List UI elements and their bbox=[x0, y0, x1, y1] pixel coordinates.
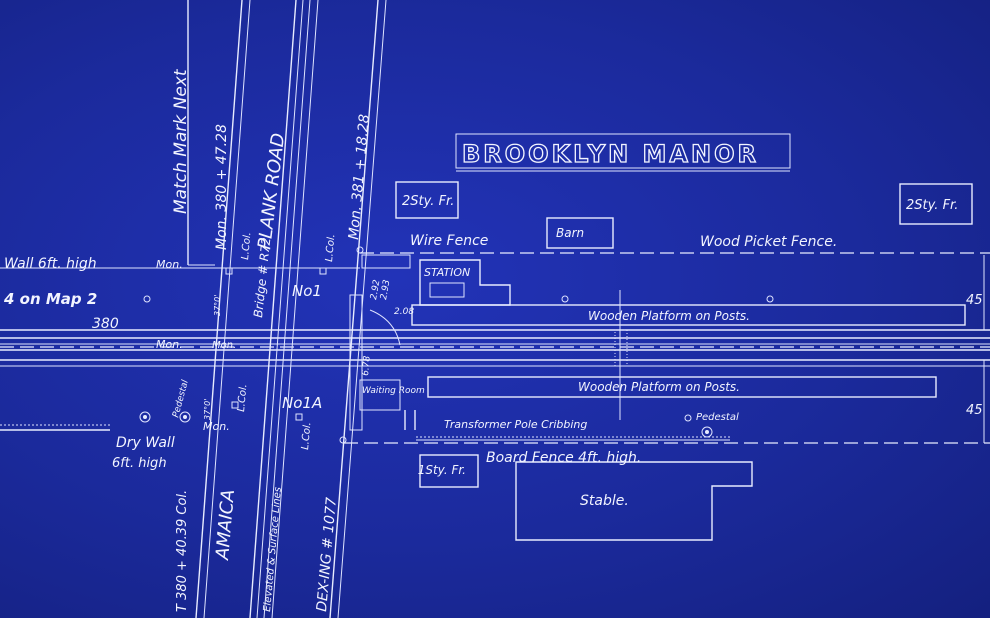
label-jamaica: AMAICA bbox=[212, 489, 239, 562]
label-dim-bottom: 45 bbox=[966, 403, 983, 418]
label-bottom-station: T 380 + 40.39 Col. bbox=[175, 490, 190, 612]
label-dim-d: 6.78 bbox=[361, 355, 373, 376]
building-one-story bbox=[419, 454, 479, 488]
label-plank-road: PLANK ROAD bbox=[254, 132, 289, 251]
label-pedestal-right: Pedestal bbox=[696, 412, 739, 423]
label-one-story: 1Sty. Fr. bbox=[418, 463, 466, 477]
label-bridge: Bridge # R72 bbox=[251, 237, 273, 318]
building-stable bbox=[515, 461, 753, 541]
label-angle-2: 37°0' bbox=[203, 399, 212, 420]
label-dim-a: 2.92 bbox=[369, 279, 382, 301]
label-two-story-left: 2Sty. Fr. bbox=[402, 194, 454, 209]
label-angle-1: 37°0' bbox=[213, 295, 222, 316]
label-transformer: Transformer Pole Cribbing bbox=[444, 418, 587, 431]
label-l-col-3: L.Col. bbox=[236, 384, 249, 413]
label-l-col-1: L.Col. bbox=[240, 232, 253, 261]
label-match-mark: Match Mark Next bbox=[171, 68, 191, 214]
label-mon-bottom: Mon. bbox=[203, 420, 230, 433]
plank-road bbox=[187, 0, 387, 618]
label-two-story-right: 2Sty. Fr. bbox=[906, 198, 958, 213]
label-stone-wall: Wall 6ft. high bbox=[4, 256, 97, 272]
label-mon-left: Mon. bbox=[156, 258, 183, 271]
map-title: BROOKLYN MANOR bbox=[462, 140, 759, 168]
label-north-platform: Wooden Platform on Posts. bbox=[588, 309, 750, 323]
label-l-col-4: L.Col. bbox=[300, 422, 313, 451]
label-mon-mid: Mon. bbox=[212, 340, 236, 351]
railroad-tracks bbox=[0, 329, 990, 367]
label-wood-picket-fence: Wood Picket Fence. bbox=[700, 234, 837, 250]
label-barn: Barn bbox=[556, 226, 584, 240]
label-waiting-room: Waiting Room bbox=[362, 386, 425, 396]
label-dry-wall: Dry Wall bbox=[116, 435, 175, 451]
label-wire-fence: Wire Fence bbox=[410, 233, 488, 249]
label-board-fence: Board Fence 4ft. high. bbox=[486, 450, 641, 466]
platforms bbox=[411, 290, 966, 420]
label-stable: Stable. bbox=[580, 493, 629, 509]
label-dim-c: 2.08 bbox=[394, 307, 414, 317]
label-south-platform: Wooden Platform on Posts. bbox=[578, 380, 740, 394]
label-crossing: DEX-ING # 1077 bbox=[314, 497, 340, 613]
station-structure bbox=[349, 254, 416, 431]
building-two-story-left bbox=[395, 181, 459, 219]
waiting-room bbox=[359, 379, 401, 411]
label-no1a: No1A bbox=[282, 394, 322, 412]
buildings bbox=[359, 181, 973, 541]
label-map-ref: 4 on Map 2 bbox=[3, 290, 97, 308]
building-barn bbox=[546, 217, 614, 249]
label-dim-b: 2.93 bbox=[379, 279, 392, 301]
label-l-col-2: L.Col. bbox=[324, 234, 337, 263]
label-dry-wall-height: 6ft. high bbox=[112, 456, 167, 471]
label-dim-top: 45 bbox=[966, 293, 983, 308]
label-no1: No1 bbox=[292, 282, 322, 300]
fence-lines bbox=[0, 252, 990, 444]
title-block: BROOKLYN MANOR bbox=[455, 133, 791, 172]
building-two-story-right bbox=[899, 183, 973, 225]
label-mon-left-station: Mon. 380 + 47.28 bbox=[214, 124, 230, 250]
building-station bbox=[419, 259, 511, 306]
label-mon-track: Mon. bbox=[156, 338, 183, 351]
label-station: STATION bbox=[424, 266, 470, 279]
survey-points bbox=[139, 246, 774, 444]
label-chainage: 380 bbox=[92, 316, 119, 332]
